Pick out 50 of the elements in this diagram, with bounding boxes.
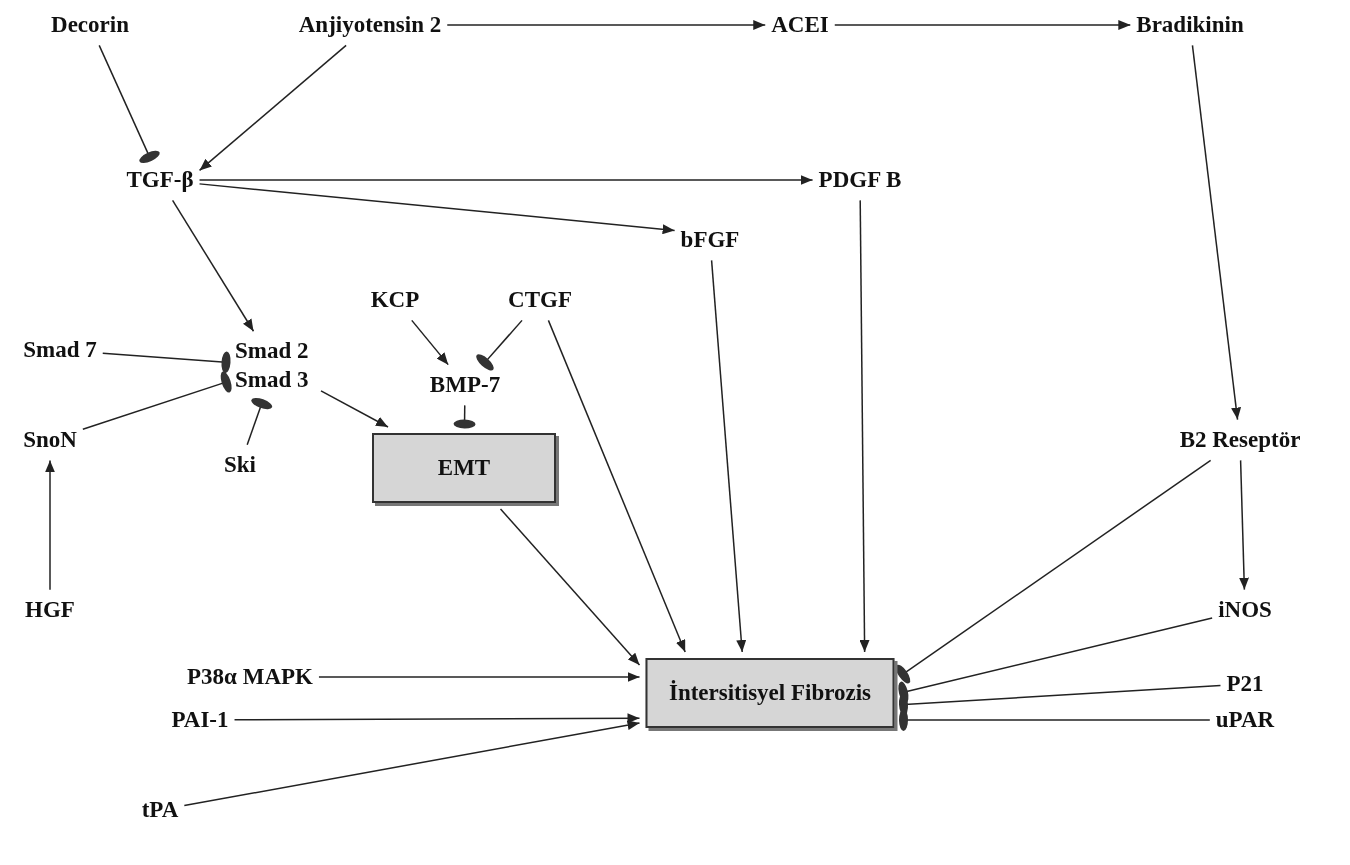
arrow	[183, 720, 641, 807]
node-label: KCP	[370, 285, 420, 315]
inhibition-line	[476, 319, 523, 371]
arrow	[320, 390, 389, 428]
node-label: Smad 2 Smad 3	[235, 337, 315, 395]
arrow	[233, 713, 641, 724]
inhibition-line	[82, 371, 232, 430]
inhibition-line	[98, 44, 160, 163]
node-label: Ski	[224, 450, 256, 480]
node-label: TGF-β	[126, 165, 194, 195]
node-label: Smad 7	[23, 335, 97, 365]
node-label: PDGF B	[818, 165, 902, 195]
node-label: iNOS	[1218, 595, 1272, 625]
node-label: SnoN	[23, 425, 77, 455]
node-label: CTGF	[508, 285, 572, 315]
node-label: tPA	[141, 795, 179, 825]
arrow	[1191, 44, 1242, 421]
arrow	[318, 672, 641, 682]
arrow	[710, 259, 747, 653]
arrow	[446, 20, 766, 30]
inhibition-line	[895, 459, 1212, 684]
node-label: ACEI	[771, 10, 829, 40]
arrow	[198, 44, 347, 172]
arrow	[834, 20, 1132, 30]
node-label: P21	[1226, 669, 1264, 699]
arrow	[411, 319, 449, 366]
process-box: İntersitisyel Fibrozis	[645, 658, 895, 728]
arrow	[171, 199, 255, 332]
node-label: uPAR	[1215, 705, 1275, 735]
node-label: P38α MAPK	[187, 662, 313, 692]
process-box: EMT	[372, 433, 556, 503]
inhibition-line	[102, 351, 231, 374]
arrow	[859, 199, 870, 653]
arrow	[198, 175, 814, 185]
arrow	[45, 459, 55, 591]
arrow	[198, 183, 676, 235]
node-label: bFGF	[680, 225, 740, 255]
node-label: HGF	[25, 595, 75, 625]
node-label: Bradikinin	[1136, 10, 1244, 40]
node-label: BMP-7	[429, 370, 501, 400]
arrow	[547, 319, 686, 653]
node-label: Decorin	[51, 10, 129, 40]
node-label: Anjiyotensin 2	[298, 10, 442, 40]
inhibition-line	[453, 404, 476, 429]
node-label: B2 Reseptör	[1179, 425, 1301, 455]
node-label: PAI-1	[171, 705, 229, 735]
inhibition-line	[246, 398, 273, 446]
inhibition-line	[898, 617, 1213, 704]
arrow	[1239, 459, 1250, 591]
inhibition-line	[899, 709, 1211, 731]
